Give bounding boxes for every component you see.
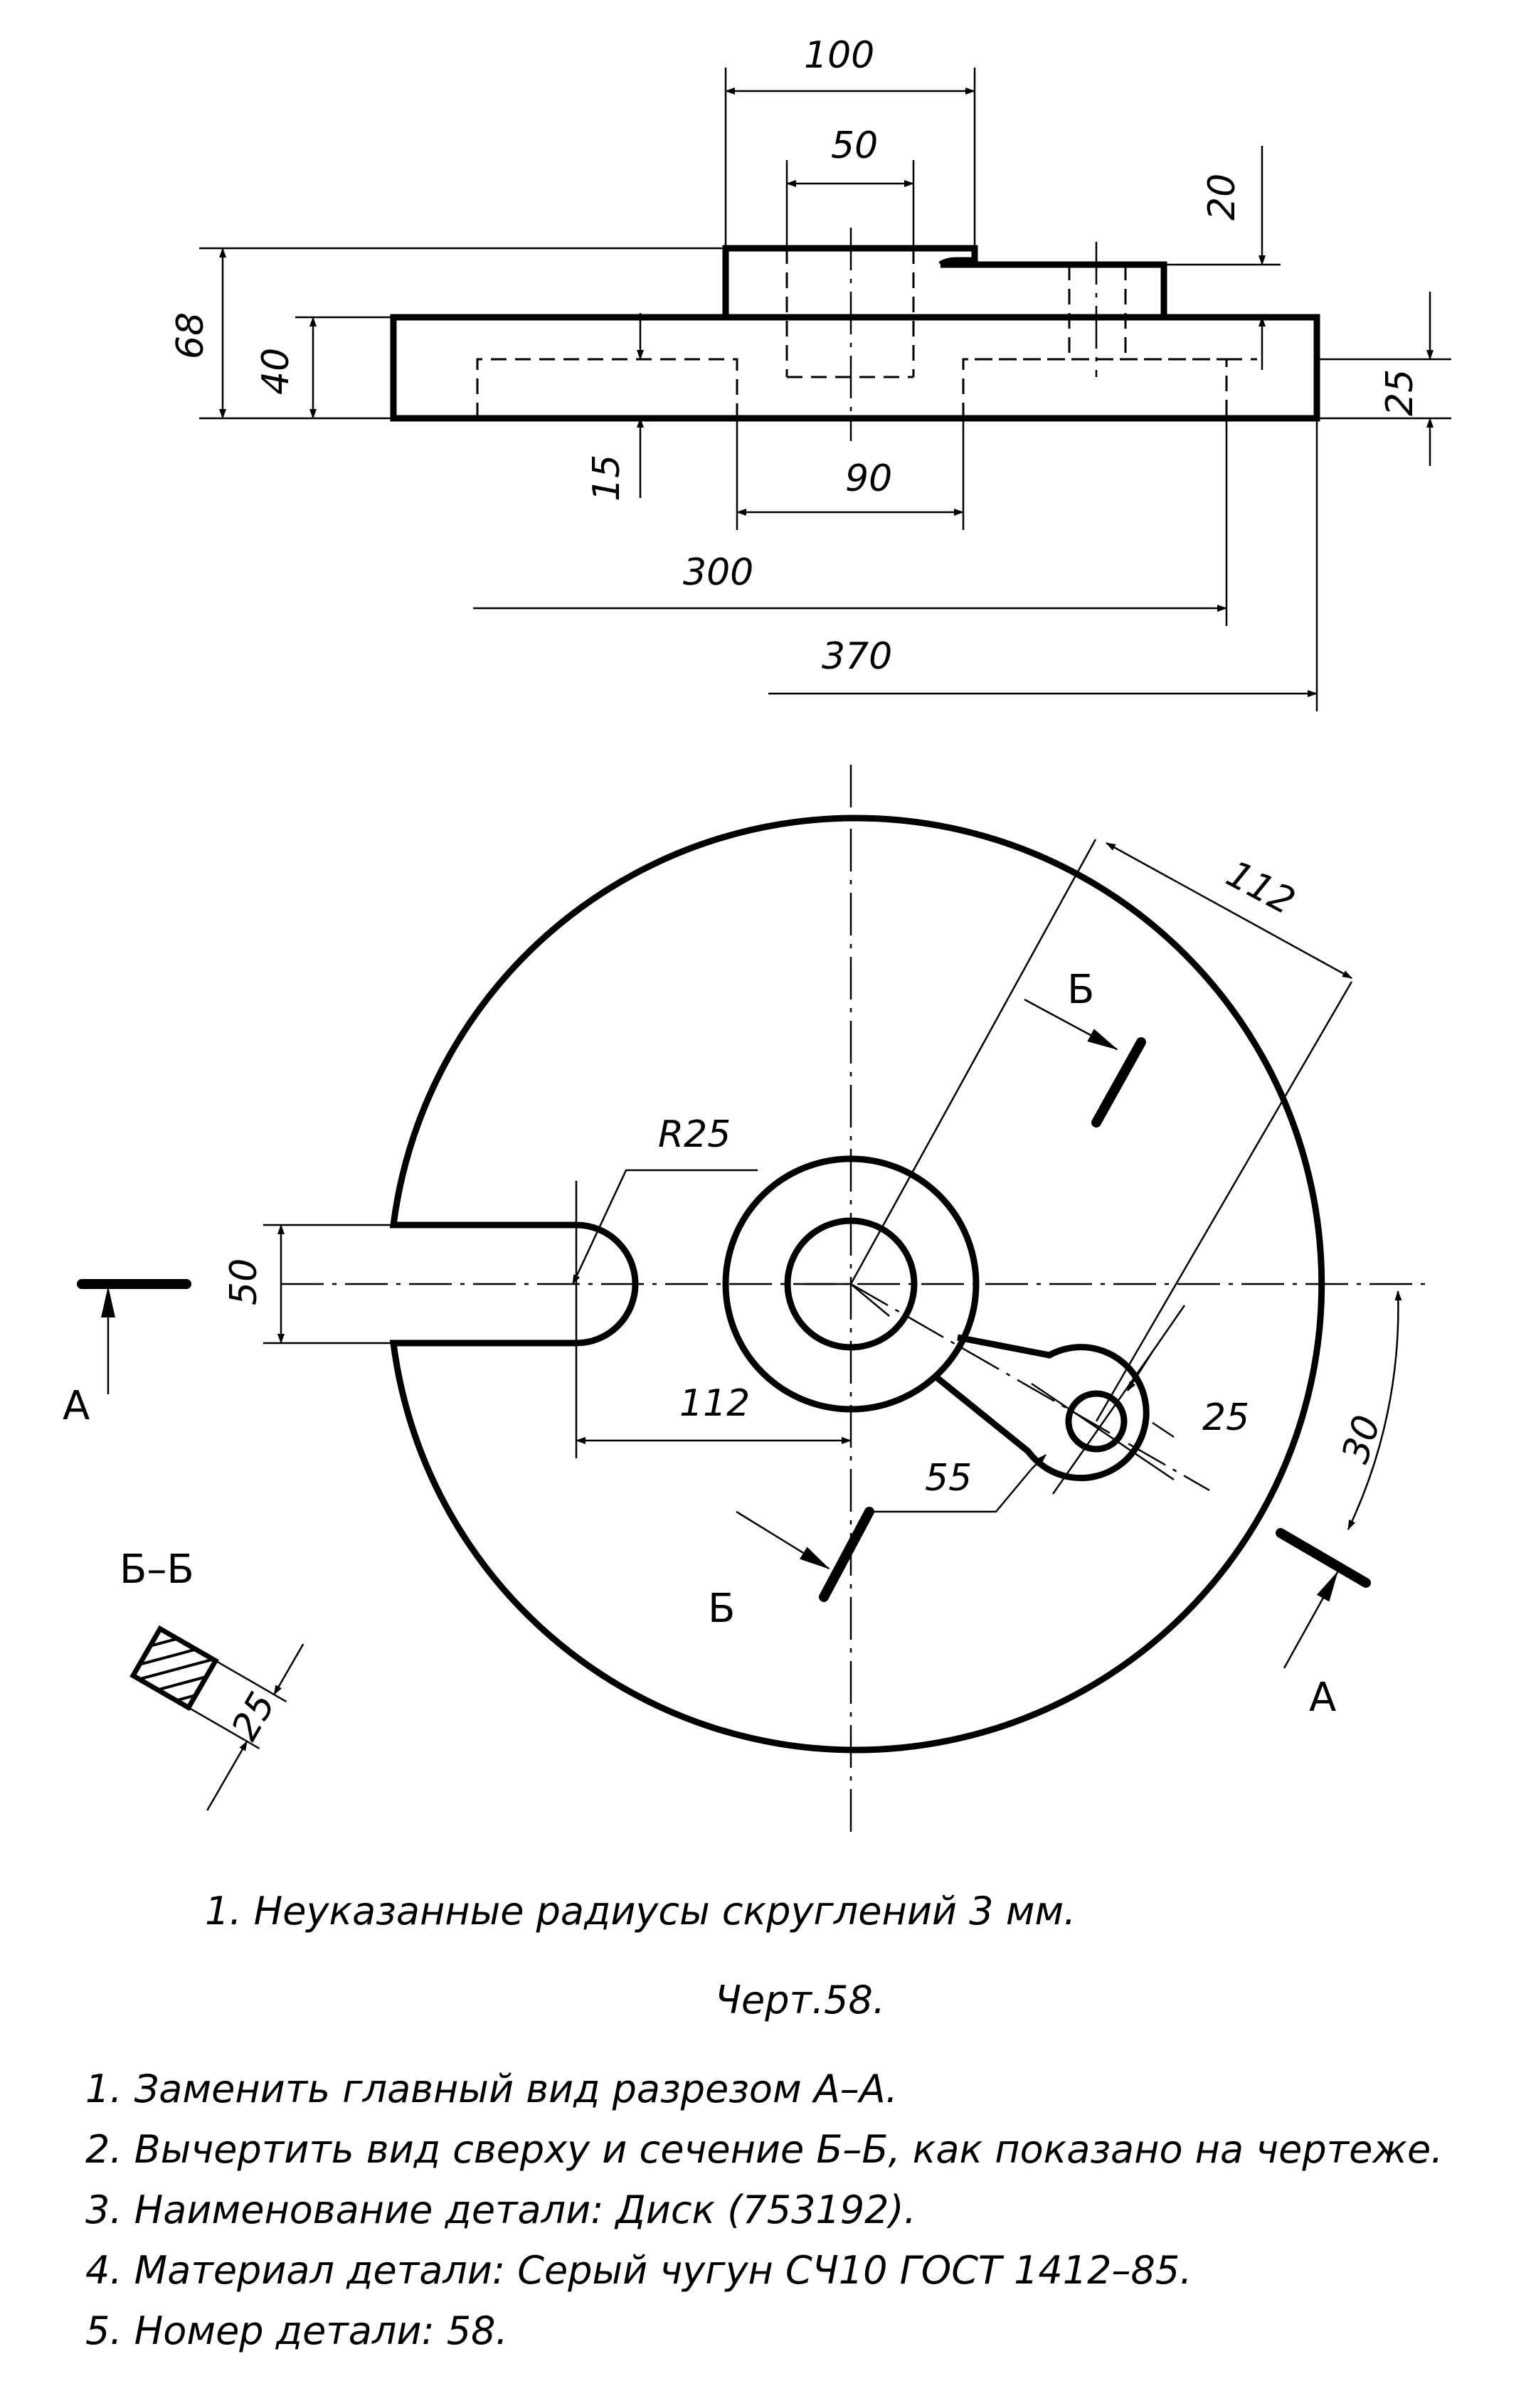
dim-68: 68 [169,312,212,359]
fillet-note: 1. Неуказанные радиусы скруглений 3 мм. [205,1889,1076,1934]
label-b-bottom: Б [708,1586,735,1632]
dim-r25: R25 [658,1113,731,1156]
front-view: 100 50 20 68 40 25 15 90 [169,34,1451,711]
label-a-right: А [1309,1675,1336,1721]
dim-30-angle: 30 [1334,1411,1389,1468]
dim-50-top: 50 [831,124,878,167]
task-4: 4. Материал детали: Серый чугун СЧ10 ГОС… [85,2248,1192,2293]
hub-outer-circle [722,1155,980,1413]
section-b-b-title: Б–Б [120,1547,194,1593]
section-b-bottom-stroke [819,1507,874,1602]
section-b-top-arrow [1024,998,1118,1051]
drawing-caption: Черт.58. [715,1978,885,2022]
base-plate-outline [390,314,1320,422]
section-a-right-stroke [1276,1528,1371,1588]
dim-100: 100 [804,34,874,77]
dim-50-slot: 50 [223,1258,265,1305]
task-3: 3. Наименование детали: Диск (753192). [85,2187,916,2232]
dim-25-right: 25 [1379,369,1421,416]
dim-90: 90 [845,457,892,500]
dim-370: 370 [822,635,892,678]
boss-step [938,257,975,267]
dim-55: 55 [925,1457,972,1500]
dim-15: 15 [586,455,628,502]
section-b-bottom-arrow [736,1510,830,1570]
dim-40: 40 [255,348,297,395]
label-a-left: А [63,1383,90,1429]
boss-hole [1065,1390,1128,1453]
small-boss-outline [940,261,1167,317]
task-2: 2. Вычертить вид сверху и сечение Б–Б, к… [85,2127,1443,2172]
task-5: 5. Номер детали: 58. [85,2308,508,2353]
arm-boss-outline [933,1334,1150,1482]
section-b-top-stroke [1091,1037,1146,1128]
plan-view: 112 R25 50 112 25 30 55 Б Б [63,765,1430,1835]
dim-112-horizontal: 112 [679,1382,750,1425]
dim-300: 300 [683,551,753,594]
hub-inner-circle [784,1217,918,1351]
dim-25-boss: 25 [1202,1396,1249,1439]
dim-20: 20 [1201,174,1244,221]
section-a-right-arrow [1283,1571,1339,1669]
label-b-top: Б [1067,967,1094,1013]
task-1: 1. Заменить главный вид разрезом А–А. [85,2067,898,2111]
hidden-lines [476,248,1257,418]
section-profile [129,1625,219,1712]
section-b-b: Б–Б 25 [120,1547,304,1811]
notes: 1. Неуказанные радиусы скруглений 3 мм. … [85,1889,1443,2353]
